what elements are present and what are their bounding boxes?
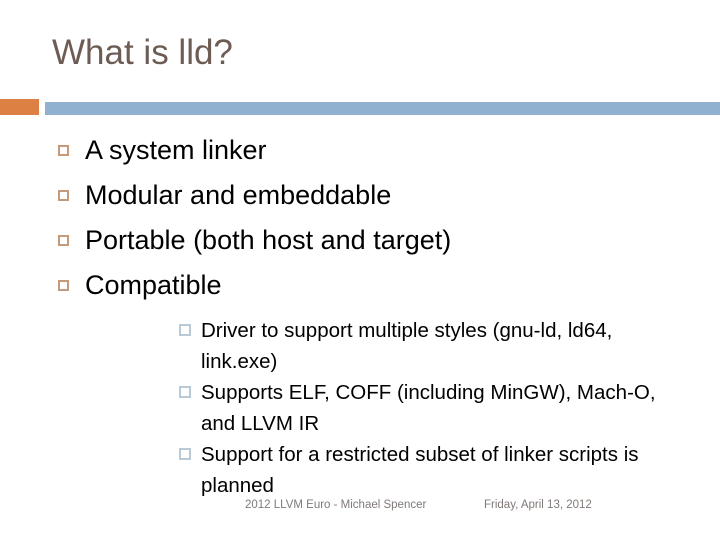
footer-date-label: Friday, April 13, 2012 <box>484 499 592 511</box>
list-item: Compatible Driver to support multiple st… <box>0 263 720 501</box>
slide-body: A system linker Modular and embeddable P… <box>0 128 720 501</box>
title-rule-accent-orange <box>0 99 39 115</box>
bullet-list-level-2: Driver to support multiple styles (gnu-l… <box>85 315 720 501</box>
bullet-text: A system linker <box>85 135 267 165</box>
square-bullet-icon <box>58 190 69 201</box>
slide-title: What is lld? <box>52 33 233 72</box>
sub-bullet-text: Supports ELF, COFF (including MinGW), Ma… <box>201 381 656 435</box>
sub-bullet-text: Driver to support multiple styles (gnu-l… <box>201 319 613 373</box>
square-bullet-icon <box>179 324 191 336</box>
list-item: A system linker <box>0 128 720 173</box>
list-item: Modular and embeddable <box>0 173 720 218</box>
bullet-text: Compatible <box>85 270 222 300</box>
list-item: Supports ELF, COFF (including MinGW), Ma… <box>85 377 720 439</box>
square-bullet-icon <box>58 280 69 291</box>
title-rule-blue <box>45 102 720 115</box>
square-bullet-icon <box>179 386 191 398</box>
bullet-list-level-1: A system linker Modular and embeddable P… <box>0 128 720 501</box>
sub-bullet-text: Support for a restricted subset of linke… <box>201 443 639 497</box>
list-item: Support for a restricted subset of linke… <box>85 439 720 501</box>
footer-event-label: 2012 LLVM Euro - Michael Spencer <box>245 499 427 511</box>
list-item: Portable (both host and target) <box>0 218 720 263</box>
list-item: Driver to support multiple styles (gnu-l… <box>85 315 720 377</box>
square-bullet-icon <box>58 235 69 246</box>
square-bullet-icon <box>58 145 69 156</box>
bullet-text: Portable (both host and target) <box>85 225 452 255</box>
square-bullet-icon <box>179 448 191 460</box>
bullet-text: Modular and embeddable <box>85 180 392 210</box>
